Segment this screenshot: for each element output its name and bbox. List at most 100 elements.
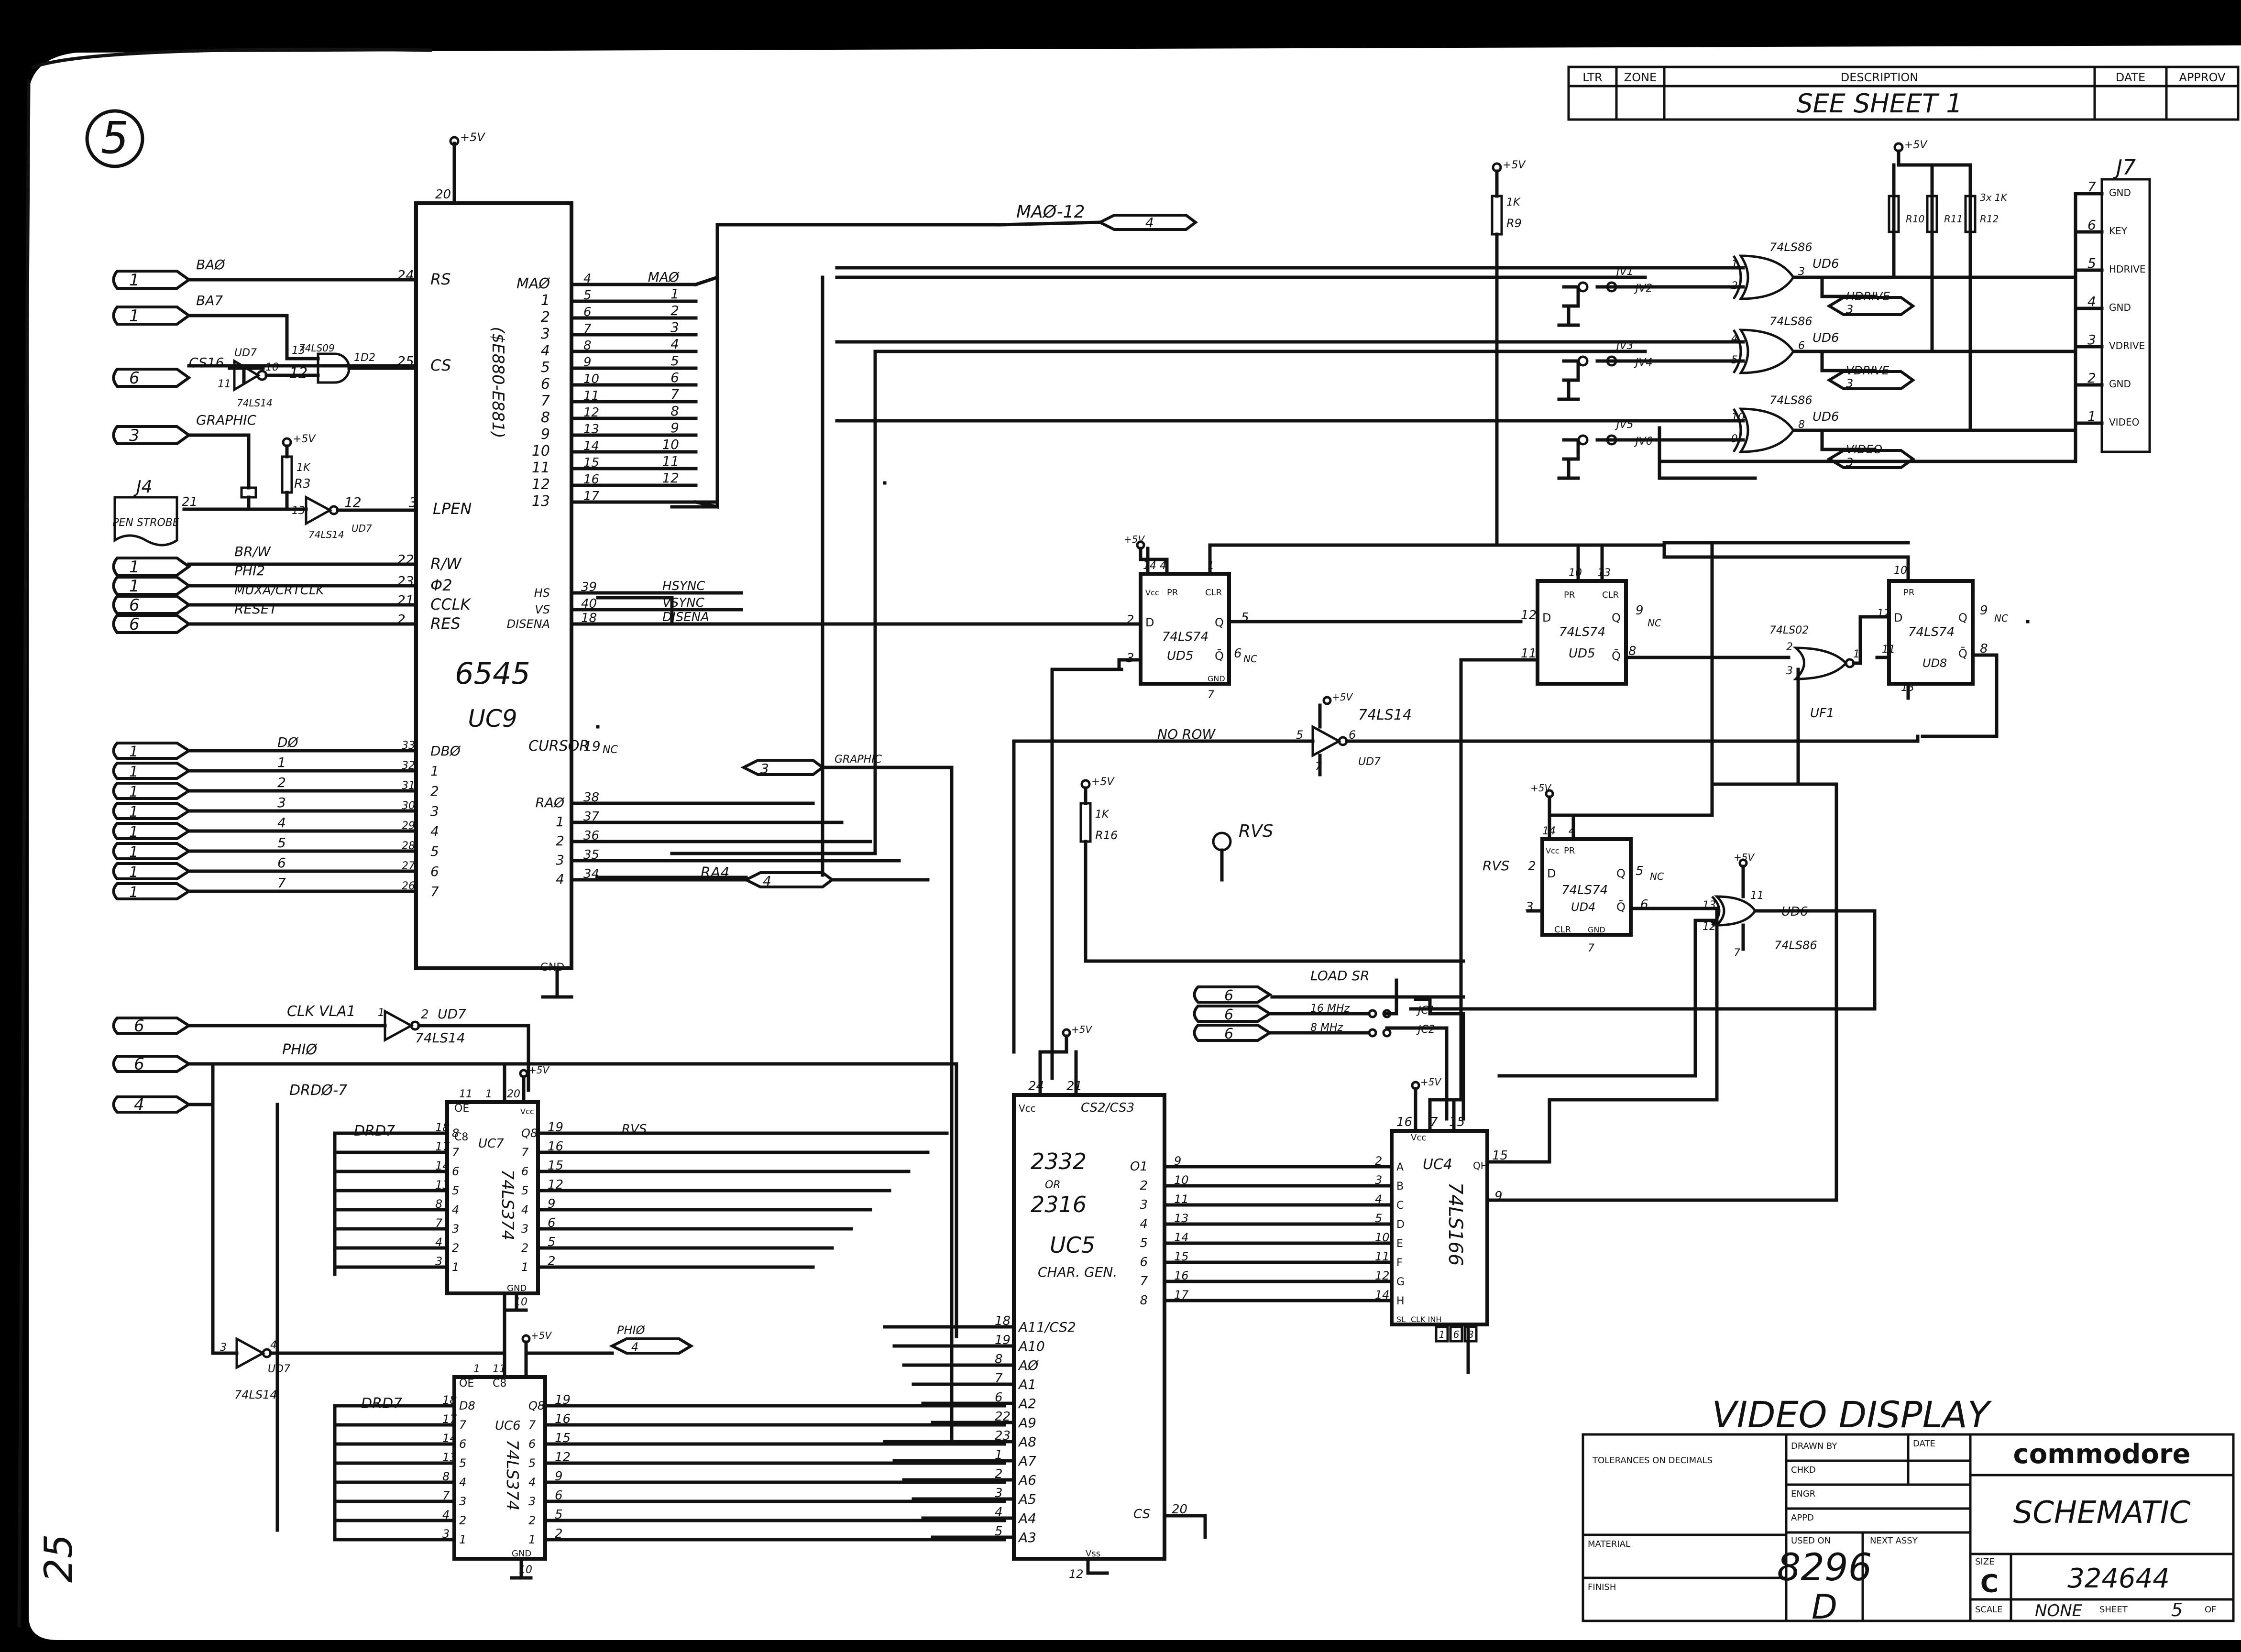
uc5-out-name: O1 [1130,1160,1148,1174]
uc4-in-name: B [1396,1181,1404,1193]
uc4-in-pin: 3 [1375,1173,1382,1187]
lpen-inv-in: 13 [292,505,305,517]
connector-sheet: 1 [129,306,140,326]
uc9-pin-name: RS [430,270,451,288]
title-block: VIDEO DISPLAY DRAWN BY CHKD ENGR APPD DA… [1582,1393,2235,1627]
uc5-addr-pin: 2 [995,1467,1003,1481]
uc6-in-pin: 8 [442,1470,450,1483]
ud7c-type: 74LS14 [1358,707,1412,723]
uc4-in-pin: 2 [1375,1154,1382,1168]
uc5-addr-name: A2 [1018,1396,1036,1411]
ra-out-sheet: 4 [763,873,771,889]
uc9-sync-name: VS [535,603,550,616]
uc9-ma-name: MAØ [516,275,550,292]
uc9-ma-name: 5 [541,359,550,376]
data-connector-net: 5 [277,835,286,851]
uc9-ma-pin: 9 [583,355,592,370]
ud4-type: 74LS74 [1561,883,1608,897]
connector-sheet: 1 [129,577,140,596]
j7-pin: 6 [2087,217,2096,233]
lpen-circuit: +5V 1K R3 13 12 74LS14 UD7 J4 PEN STROBE… [112,433,418,547]
uc7-ref: UC7 [478,1137,504,1151]
xor-flag-sheet: 3 [1846,303,1853,316]
clk-inv-ref: UD7 [438,1006,466,1022]
interconnect-wires [596,275,2077,1080]
xor-body [1738,328,1795,374]
uc9-ra-name: 3 [556,852,564,868]
uc4-in-name: E [1396,1238,1403,1250]
drd-wire [187,1103,279,1532]
j7-ref: J7 [2112,155,2136,180]
ud7c-pin-out: 6 [1349,728,1356,742]
uc9-vcc: +5V [460,131,485,144]
tb-used-on-label: USED ON [1791,1536,1831,1546]
uc4-in-pin: 10 [1375,1231,1390,1244]
uc5-addr-name: A11/CS2 [1018,1319,1076,1335]
uf1-ref: UF1 [1810,706,1835,721]
drawing-type: SCHEMATIC [2013,1495,2191,1531]
lpen-res-ref: R3 [294,477,311,491]
connector-sheet: 3 [129,426,140,445]
uc9-ma-name: 8 [541,409,550,426]
rev-date: DATE [2116,71,2145,84]
uf1-pin-b: 3 [1786,665,1793,677]
uc9-ra-name: 1 [556,814,564,830]
uc9-data-name: 6 [430,864,439,879]
uc7-out-pin: 5 [548,1235,556,1249]
uc4-bottom-box [1449,1325,1463,1343]
cs-nand-pin-a: 13 [292,345,305,357]
uc4-vcc: Vcc [1411,1133,1426,1143]
ud5b-nc: NC [1648,617,1661,629]
cs-nand-type: 74LS09 [299,342,335,354]
uc4-bottom-pin: 6 [1453,1329,1460,1340]
uc9-sync-net: DISENA [662,610,709,624]
load-flag-sheet: 6 [1224,987,1233,1004]
data-connector-flag [112,862,192,880]
uc7-pin-clk: 11 [459,1088,472,1100]
connector-flag [112,595,192,615]
j7-pin-name: GND [2109,378,2131,390]
ud5a-ref: UD5 [1167,649,1194,663]
data-connector-net: 1 [277,755,286,770]
chip-uc6: +5V 74LS374 UC6 OE C8 GND 1 11 10 DRD7 1… [333,1330,1006,1580]
uc5-desc: CHAR. GEN. [1038,1264,1117,1280]
uc5-out-name: 3 [1140,1198,1148,1212]
uc9-data-pin: 26 [402,880,415,892]
load-flag [1193,1024,1273,1042]
j7-pullup: +5V [1904,139,1928,151]
ud5b-qn: Q̄ [1612,649,1621,663]
uc9-ma-net: 7 [670,386,679,402]
jumper-b: JV6 [1634,436,1653,448]
xor-back [1732,329,1742,374]
uc6-in-name: 4 [459,1476,466,1489]
uc6-out-pin: 5 [555,1508,563,1522]
r12-ref: R12 [1980,213,1999,225]
uc5-addr-name: A7 [1018,1453,1036,1469]
lpen-inv-out: 12 [344,494,362,510]
jumper-gnd [1557,378,1580,401]
uc9-data-pin: 28 [402,840,415,852]
tb-drawn-by: DRAWN BY [1791,1441,1837,1451]
uc9-sync-net: HSYNC [662,579,705,593]
ud4-qn: Q̄ [1616,900,1626,914]
uc7-in-pin: 7 [435,1216,443,1230]
uc9-ma-net: MAØ [648,269,680,285]
uc7-pull: +5V [528,1064,549,1076]
ud5b-pr: PR [1564,590,1575,600]
connector-flag [112,614,192,634]
uc9-ma-name: 9 [541,426,550,443]
jumper-pad [1606,355,1617,367]
uc6-oe: OE [459,1378,474,1389]
cs-inv-type: 74LS14 [237,397,273,409]
uc7-out-name: 6 [521,1165,528,1178]
j7-pin-name: KEY [2109,225,2128,237]
uc7-out-pin: 9 [548,1197,556,1211]
xor-out-pin: 6 [1798,340,1805,352]
uc5-addr-pin: 3 [995,1486,1003,1500]
uc9-data-pin: 31 [402,780,415,792]
ma-out-sheet: 4 [1145,215,1154,230]
uc7-in-pin: 3 [435,1255,442,1268]
uc9-data-pin: 32 [402,760,415,772]
uc7-out-name: 7 [521,1146,529,1159]
